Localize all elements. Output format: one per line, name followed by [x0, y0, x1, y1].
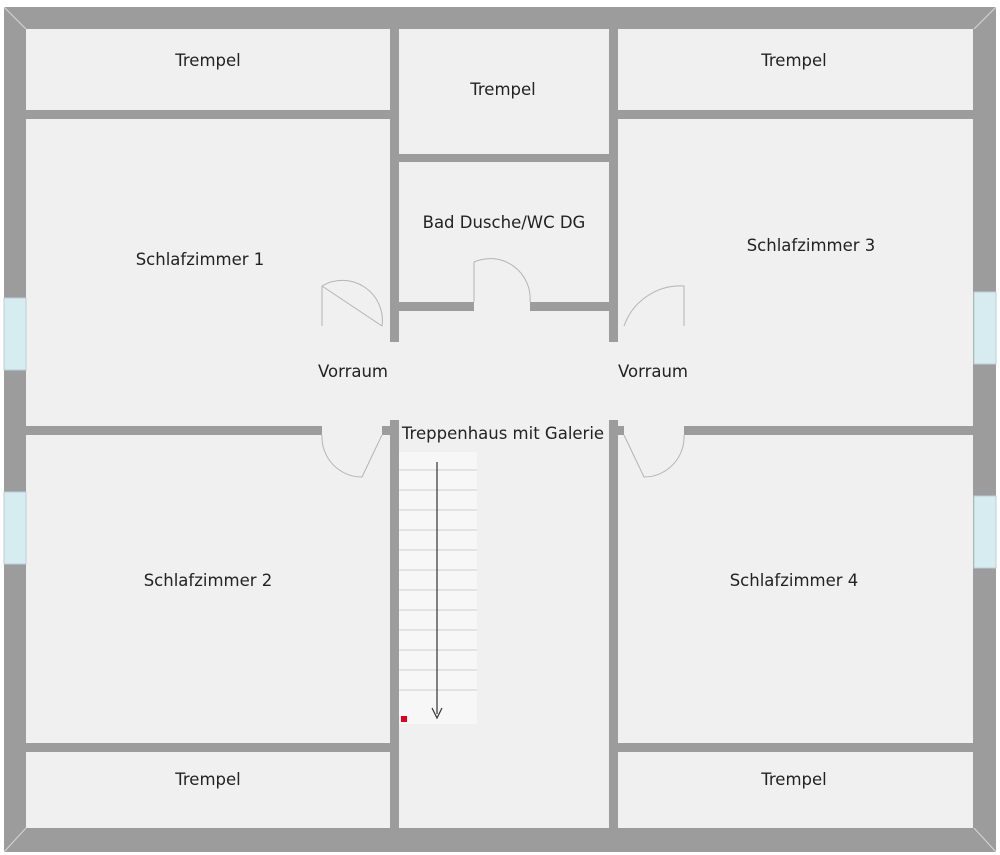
- door-swing-bedroom2: [321, 434, 383, 478]
- window-bedroom4: [973, 495, 997, 569]
- label-trempel-top-left: Trempel: [174, 51, 241, 70]
- room-trempel-bottom-left: [26, 752, 390, 828]
- room-trempel-top-left: [26, 29, 390, 110]
- label-trempel-bottom-left: Trempel: [174, 770, 241, 789]
- door-swing-bedroom3: [623, 285, 685, 327]
- room-anteroom-left: [314, 334, 390, 426]
- label-anteroom-left: Vorraum: [318, 362, 388, 381]
- label-bedroom-3: Schlafzimmer 3: [747, 236, 876, 255]
- corner-line-tl: [3, 6, 27, 30]
- label-bedroom-1: Schlafzimmer 1: [136, 250, 265, 269]
- door-gap-stair-right: [609, 342, 618, 420]
- corner-line-bl: [3, 827, 27, 853]
- door-swing-bath: [473, 258, 531, 303]
- arrow-down-icon: [431, 707, 443, 720]
- label-anteroom-right: Vorraum: [618, 362, 688, 381]
- door-swing-bedroom1: [321, 279, 383, 327]
- label-bath: Bad Dusche/WC DG: [423, 213, 586, 232]
- label-trempel-top-right: Trempel: [760, 51, 827, 70]
- label-bedroom-2: Schlafzimmer 2: [144, 571, 273, 590]
- door-gap-bedroom4: [624, 426, 684, 435]
- label-stairwell: Treppenhaus mit Galerie: [401, 424, 604, 443]
- label-trempel-bottom-right: Trempel: [760, 770, 827, 789]
- room-bath: [399, 162, 609, 302]
- label-bedroom-4: Schlafzimmer 4: [730, 571, 859, 590]
- door-gap-bedroom2: [322, 426, 382, 435]
- room-trempel-bottom-right: [618, 752, 973, 828]
- room-trempel-top-right: [618, 29, 973, 110]
- door-swing-bedroom4: [623, 434, 685, 478]
- window-bedroom3: [973, 291, 997, 365]
- window-bedroom1: [3, 297, 27, 371]
- door-gap-bath: [474, 302, 530, 311]
- room-bedroom-4: [618, 435, 973, 743]
- room-bedroom-2: [26, 435, 390, 743]
- staircase: [399, 452, 477, 724]
- red-square-marker: [401, 716, 407, 722]
- door-gap-stair-left: [390, 342, 399, 420]
- corner-line-br: [973, 827, 997, 853]
- door-gap-bedroom1: [322, 326, 382, 334]
- corner-line-tr: [973, 6, 997, 30]
- label-trempel-top-center: Trempel: [469, 80, 536, 99]
- room-trempel-top-center: [399, 29, 609, 154]
- window-bedroom2: [3, 491, 27, 565]
- room-anteroom-right: [618, 334, 692, 426]
- door-gap-bedroom3: [624, 326, 684, 334]
